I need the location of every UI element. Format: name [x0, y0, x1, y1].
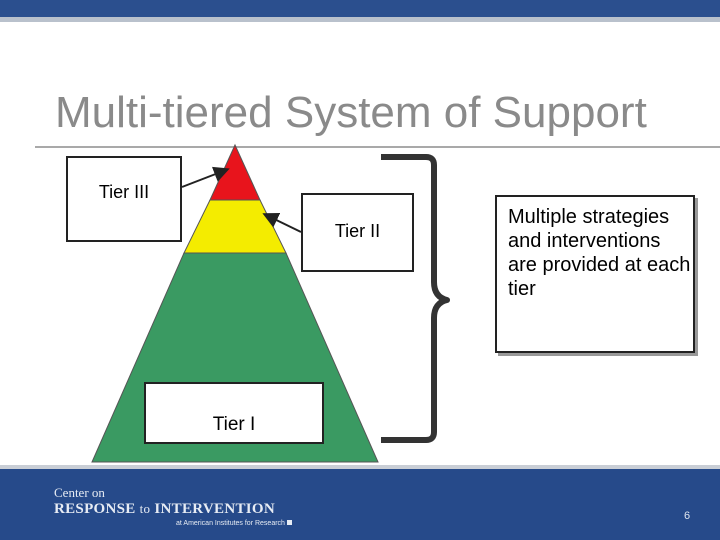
rti-logo: Center on RESPONSE to INTERVENTION at Am… [54, 486, 292, 527]
square-icon [286, 520, 292, 525]
tier-2-arrow [262, 213, 302, 233]
logo-line-3: at American Institutes for Research [176, 520, 292, 527]
page-number: 6 [684, 510, 691, 522]
tier-3-label: Tier III [66, 156, 182, 242]
tier-2-segment [183, 199, 287, 254]
logo-word-intervention: INTERVENTION [150, 501, 276, 517]
footer-band [0, 465, 720, 540]
strategies-note: Multiple strategies and interventions ar… [495, 195, 695, 353]
tier-2-label: Tier II [301, 193, 414, 272]
curly-brace [381, 154, 450, 443]
header-bar [0, 0, 720, 17]
footer-divider [0, 465, 720, 469]
tier-3-arrow [181, 166, 230, 188]
logo-word-to: to [139, 501, 151, 516]
header-divider [0, 17, 720, 22]
logo-line-1: Center on [54, 485, 105, 500]
title-underline [35, 146, 720, 148]
logo-tagline: at American Institutes for Research [176, 520, 285, 527]
tier-1-label: Tier I [144, 382, 324, 444]
logo-word-response: RESPONSE [54, 501, 140, 517]
slide-title: Multi-tiered System of Support [55, 88, 647, 137]
logo-line-2: RESPONSE to INTERVENTION [54, 500, 292, 518]
